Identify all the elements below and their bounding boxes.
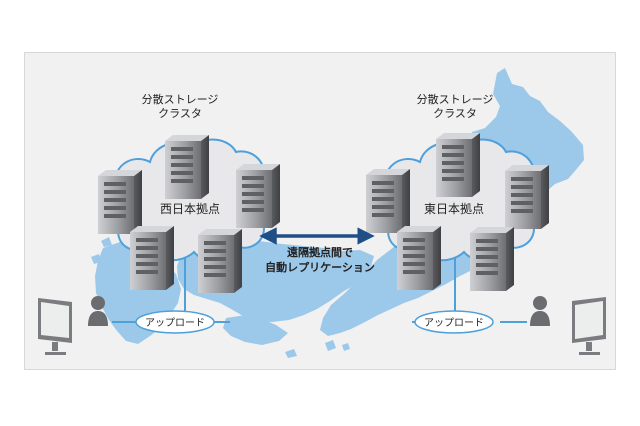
- east-user-group: [530, 296, 606, 355]
- west-cluster-title-line1: 分散ストレージ: [142, 92, 219, 106]
- server-icon: [130, 226, 174, 290]
- monitor-icon: [38, 298, 72, 355]
- east-site-label: 東日本拠点: [424, 202, 484, 216]
- map-island-2: [101, 237, 112, 247]
- map-island-4: [342, 343, 350, 351]
- map-island-1: [91, 254, 101, 264]
- monitor-icon: [572, 297, 606, 355]
- east-cluster-title-line1: 分散ストレージ: [417, 92, 494, 106]
- map-shikoku: [223, 315, 288, 345]
- server-icon: [436, 133, 480, 197]
- west-upload-label: アップロード: [145, 317, 205, 329]
- user-icon: [530, 296, 550, 326]
- server-icon: [98, 170, 142, 234]
- server-icon: [397, 226, 441, 290]
- east-cluster-title-line2: クラスタ: [433, 107, 477, 120]
- west-upload-oval: [135, 310, 215, 334]
- replication-line1: 遠隔拠点間で: [287, 245, 353, 259]
- west-user-group: [38, 296, 108, 355]
- server-icon: [505, 165, 549, 229]
- map-island-3: [325, 340, 336, 351]
- server-icon: [366, 169, 410, 233]
- east-cluster: [366, 133, 549, 291]
- east-upload: アップロード: [414, 310, 494, 334]
- map-island-5: [285, 349, 297, 358]
- east-upload-oval: [414, 310, 494, 334]
- server-icon: [198, 229, 242, 293]
- east-upload-label: アップロード: [424, 317, 484, 329]
- west-cluster-title-line2: クラスタ: [158, 107, 202, 120]
- west-cluster: [98, 135, 280, 293]
- west-upload: アップロード: [135, 310, 215, 334]
- west-site-label: 西日本拠点: [160, 202, 220, 216]
- server-icon: [470, 227, 514, 291]
- server-icon: [165, 135, 209, 199]
- replication-line2: 自動レプリケーション: [265, 260, 375, 274]
- server-icon: [236, 164, 280, 228]
